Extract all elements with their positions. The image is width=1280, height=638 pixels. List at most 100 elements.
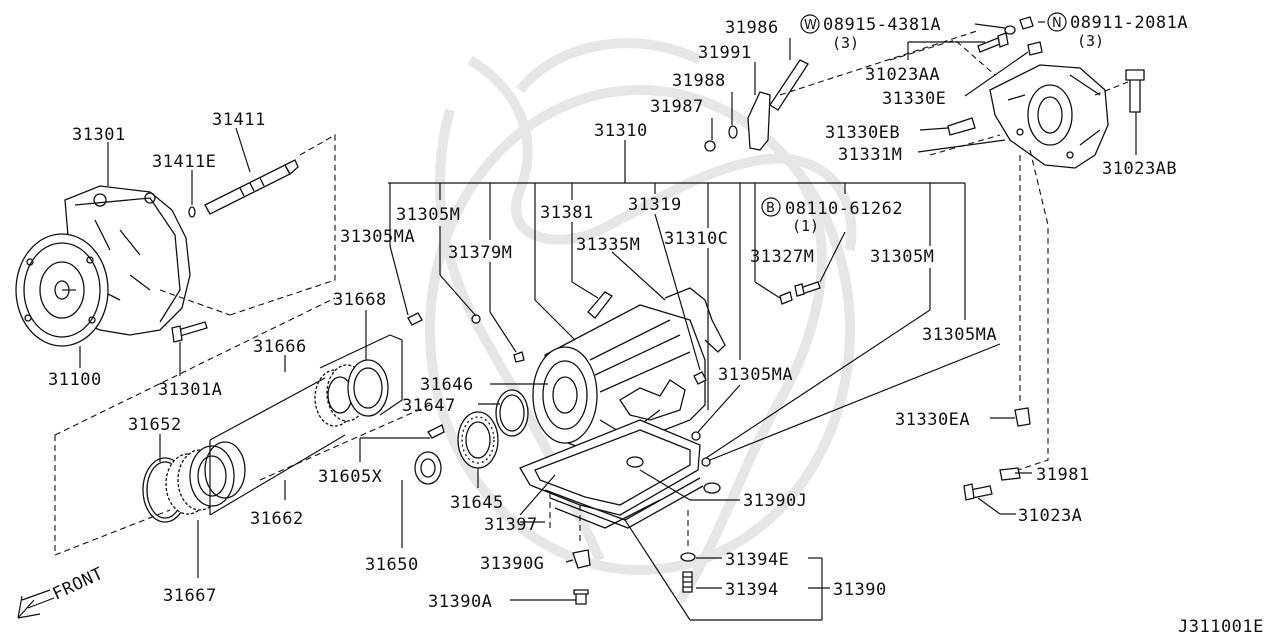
nut-08911-2081A[interactable]	[1019, 16, 1034, 30]
washer-08915-4381A[interactable]	[1004, 25, 1016, 35]
label-31310: 31310	[594, 121, 648, 141]
bracket-31605X[interactable]	[427, 424, 445, 439]
label-31646: 31646	[420, 375, 474, 395]
sensor-31986[interactable]	[769, 59, 809, 111]
label-31390: 31390	[833, 580, 887, 600]
label-31987: 31987	[650, 97, 704, 117]
clutch-dash-line	[54, 297, 431, 556]
label-washer-part: 08915-4381A	[823, 15, 941, 35]
bracket-31330EA[interactable]	[1014, 407, 1031, 427]
bolt-31301A[interactable]	[171, 321, 208, 343]
label-31986: 31986	[725, 18, 779, 38]
bolt-31390A[interactable]	[573, 589, 589, 605]
label-31310C: 31310C	[664, 229, 728, 249]
nut-31987[interactable]	[704, 140, 716, 152]
bracket-31327M[interactable]	[779, 291, 793, 305]
plug-31379M[interactable]	[513, 351, 525, 363]
label-31390J: 31390J	[743, 491, 807, 511]
label-31662: 31662	[250, 509, 304, 529]
leader-lines	[79, 21, 1137, 621]
ring-bracket-outline	[319, 334, 403, 416]
front-label: FRONT	[50, 564, 107, 605]
bolt-08110-61262[interactable]	[794, 281, 821, 297]
plug-31305MA-b[interactable]	[691, 431, 701, 441]
label-31647: 31647	[402, 396, 456, 416]
bolt-badge-icon: B	[761, 197, 781, 217]
label-31605X: 31605X	[318, 467, 383, 487]
label-31381: 31381	[540, 203, 594, 223]
plug-31305M[interactable]	[471, 314, 481, 324]
label-nut-qty: (3)	[1077, 32, 1104, 50]
label-31390G: 31390G	[480, 554, 544, 574]
label-31305M-right: 31305M	[870, 247, 934, 267]
label-31650: 31650	[365, 555, 419, 575]
watermark-emblem	[425, 38, 857, 603]
leader-housing-dash	[159, 289, 231, 316]
retaining-ring-31668[interactable]	[347, 359, 389, 417]
pan-dash-lines	[549, 492, 689, 550]
nut-badge-icon: N	[1047, 12, 1067, 32]
right-dash-lines	[779, 29, 1129, 471]
label-31330EB: 31330EB	[825, 123, 900, 143]
drum-31662[interactable]	[204, 441, 246, 499]
bolt-31023AA[interactable]	[977, 32, 1009, 53]
label-washer-qty: (3)	[832, 34, 859, 52]
oil-pan-31390[interactable]	[519, 419, 704, 529]
case-gasket-31335M[interactable]	[664, 287, 726, 353]
label-31394E: 31394E	[725, 550, 789, 570]
label-31981: 31981	[1036, 465, 1090, 485]
bolt-31023AB[interactable]	[1125, 69, 1145, 113]
bracket-31330EB[interactable]	[947, 117, 976, 136]
clutch-plates-31667[interactable]	[165, 445, 235, 515]
label-31301A: 31301A	[158, 380, 222, 400]
label-31411: 31411	[212, 110, 266, 130]
label-31305M-left: 31305M	[396, 205, 460, 225]
part-labels: 31301 31411 31411E 31100 31301A 31668 31…	[48, 13, 1264, 637]
seal-31390J[interactable]	[703, 482, 721, 494]
plug-31305MA[interactable]	[407, 312, 423, 326]
torque-converter-31100[interactable]	[15, 233, 109, 347]
label-bolt-qty: (1)	[792, 217, 819, 235]
svg-text:N: N	[1052, 16, 1062, 31]
strainer-31397[interactable]	[554, 499, 661, 529]
diagram-code: J311001E	[1178, 617, 1264, 637]
clip-31981[interactable]	[999, 467, 1021, 481]
o-ring-31988[interactable]	[728, 125, 738, 139]
label-31305MA-left: 31305MA	[340, 227, 415, 247]
bracket-31330E[interactable]	[1027, 41, 1043, 56]
label-31645: 31645	[450, 493, 504, 513]
label-31668: 31668	[333, 290, 387, 310]
gasket-31647[interactable]	[495, 389, 529, 437]
label-31652: 31652	[128, 415, 182, 435]
label-31330E: 31330E	[882, 89, 946, 109]
label-31411E: 31411E	[152, 152, 216, 172]
bracket-31390G[interactable]	[572, 549, 591, 569]
label-31988: 31988	[672, 71, 726, 91]
label-31330EA: 31330EA	[895, 410, 970, 430]
gasket-31394E[interactable]	[680, 552, 696, 562]
label-31023AA: 31023AA	[865, 65, 940, 85]
front-arrow-icon	[17, 589, 55, 619]
plug-31305MA-c[interactable]	[701, 457, 711, 467]
pipe-31381[interactable]	[587, 291, 613, 319]
label-31023AB: 31023AB	[1102, 159, 1177, 179]
label-31305MA-mid: 31305MA	[718, 365, 793, 385]
input-shaft-31411[interactable]	[204, 159, 299, 215]
label-31397: 31397	[484, 515, 538, 535]
label-nut-part: 08911-2081A	[1070, 13, 1188, 33]
label-31666: 31666	[253, 337, 307, 357]
o-ring-31411E[interactable]	[188, 206, 196, 218]
plug-31319[interactable]	[693, 371, 707, 385]
label-31100: 31100	[48, 370, 102, 390]
transmission-case-31310[interactable]	[532, 304, 706, 456]
bearing-31645[interactable]	[457, 411, 499, 469]
oil-seal-31650[interactable]	[414, 451, 442, 485]
label-31301: 31301	[72, 125, 126, 145]
bolt-31023A[interactable]	[963, 483, 993, 501]
label-31331M: 31331M	[838, 145, 902, 165]
label-31991: 31991	[698, 43, 752, 63]
bracket-31991[interactable]	[747, 91, 771, 151]
drain-plug-31394[interactable]	[682, 571, 693, 593]
rear-extension-31331M[interactable]	[989, 64, 1109, 169]
